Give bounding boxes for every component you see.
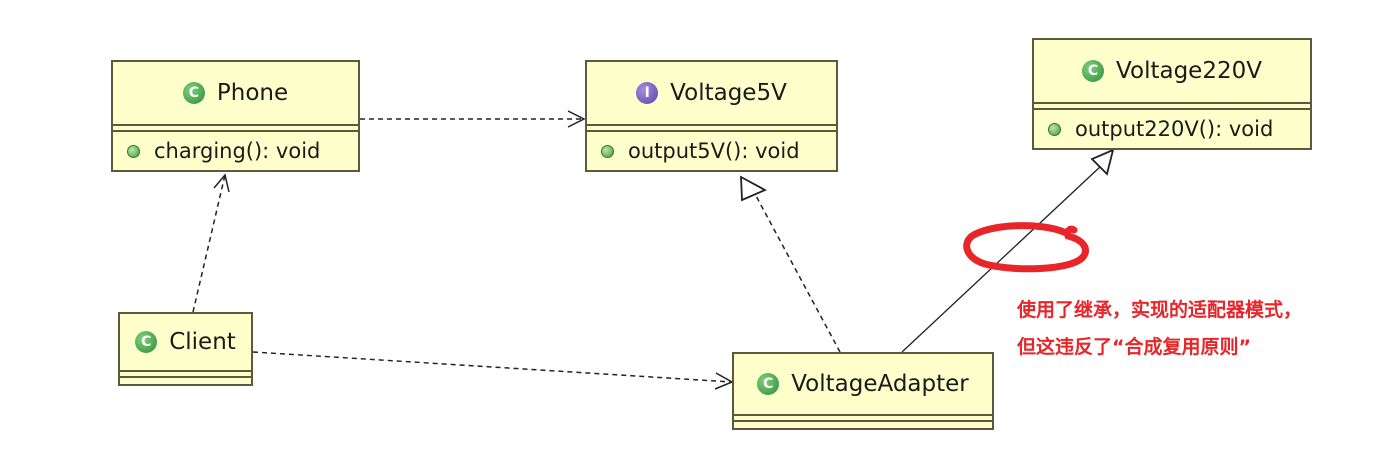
attributes-compartment [1034, 104, 1310, 110]
class-header: I Voltage5V [587, 62, 836, 126]
class-icon: C [1082, 60, 1105, 82]
method-row: charging(): void [113, 132, 358, 170]
class-header: C Phone [113, 62, 358, 126]
method-row: output220V(): void [1034, 110, 1310, 148]
attributes-compartment [587, 126, 836, 132]
class-phone[interactable]: C Phone charging(): void [111, 60, 360, 172]
annotation-line-2: 但这违反了“合成复用原则” [1017, 336, 1251, 358]
public-method-icon [127, 144, 140, 158]
class-icon: C [182, 82, 205, 104]
class-client[interactable]: C Client [118, 312, 253, 386]
open-arrowhead [567, 110, 586, 128]
class-header: C VoltageAdapter [734, 354, 992, 416]
class-name: Client [169, 329, 236, 355]
interface-icon: I [636, 82, 659, 104]
annotation-line-1: 使用了继承，实现的适配器模式， [1017, 299, 1303, 321]
hollow-triangle-arrowhead [1090, 148, 1115, 176]
class-icon: C [135, 331, 158, 353]
open-arrowhead [213, 173, 230, 193]
class-name: Voltage220V [1116, 58, 1262, 84]
method-signature: output220V(): void [1075, 117, 1274, 141]
dependency-client-phone [192, 174, 226, 313]
class-voltage220v[interactable]: C Voltage220V output220V(): void [1032, 38, 1312, 150]
class-icon: C [757, 373, 780, 395]
inheritance-adapter-voltage220v [901, 165, 1102, 353]
interface-voltage5v[interactable]: I Voltage5V output5V(): void [585, 60, 838, 172]
red-highlight-circle [963, 222, 1089, 273]
attributes-compartment [113, 126, 358, 132]
hollow-triangle-arrowhead [740, 175, 768, 202]
class-voltage-adapter[interactable]: C VoltageAdapter [732, 352, 994, 430]
realization-adapter-voltage5v [754, 193, 841, 353]
method-row: output5V(): void [587, 132, 836, 170]
method-signature: charging(): void [154, 139, 321, 163]
public-method-icon [601, 144, 614, 158]
class-header: C Client [120, 314, 251, 372]
class-name: VoltageAdapter [791, 371, 969, 397]
public-method-icon [1048, 122, 1061, 136]
attributes-compartment [120, 372, 251, 378]
class-header: C Voltage220V [1034, 40, 1310, 104]
method-signature: output5V(): void [628, 139, 800, 163]
dependency-client-adapter [252, 351, 733, 383]
class-name: Phone [216, 80, 289, 106]
attributes-compartment [734, 416, 992, 422]
class-name: Voltage5V [670, 80, 787, 106]
